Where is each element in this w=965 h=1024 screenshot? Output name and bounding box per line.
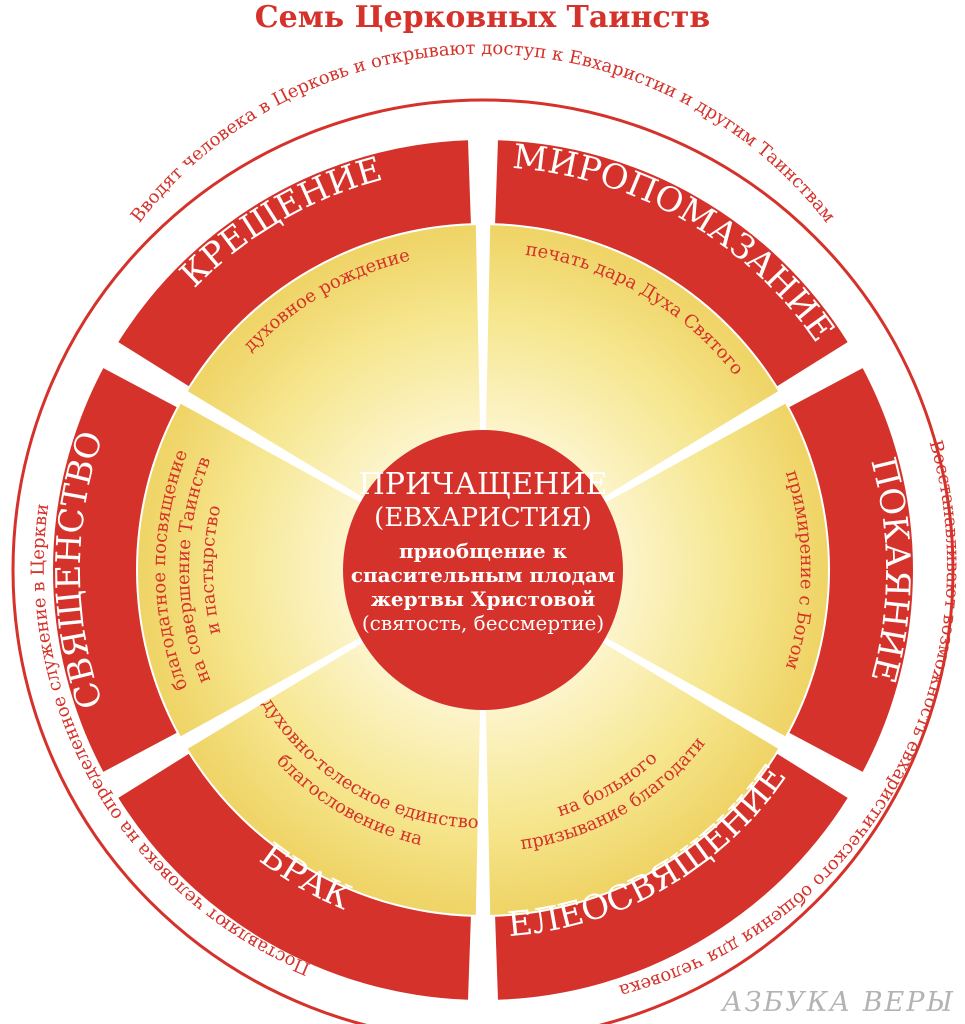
- center-line-3: жертвы Христовой: [371, 587, 596, 611]
- center-subtitle: (ЕВХАРИСТИЯ): [374, 503, 592, 533]
- sacrament-field-confession: [605, 403, 829, 737]
- outer-ring: [11, 98, 955, 1024]
- center-line-4: (святость, бессмертие): [362, 611, 604, 635]
- sacrament-field-priesthood: [137, 403, 361, 737]
- sacrament-band-unction: [495, 753, 848, 1000]
- sacrament-field-baptism: [187, 225, 481, 498]
- center-circle: [343, 430, 623, 710]
- center-line-1: приобщение к: [399, 539, 568, 563]
- watermark: АЗБУКА ВЕРЫ: [722, 987, 955, 1018]
- sacrament-field-marriage: [187, 642, 481, 915]
- sacrament-band-marriage: [118, 753, 471, 1000]
- center-title: ПРИЧАЩЕНИЕ: [359, 467, 608, 502]
- sacrament-field-unction: [485, 642, 779, 915]
- sacrament-band-chrismation: [495, 140, 848, 387]
- sacrament-band-baptism: [118, 140, 471, 387]
- center-line-2: спасительным плодам: [351, 563, 615, 587]
- page-title: Семь Церковных Таинств: [254, 0, 711, 35]
- outer-caption-initiation: Вводят человека в Церковь и открывают до…: [127, 38, 840, 227]
- sacrament-field-chrismation: [485, 225, 779, 498]
- center-eucharist: ПРИЧАЩЕНИЕ (ЕВХАРИСТИЯ) приобщение к спа…: [343, 430, 623, 710]
- sacrament-band-priesthood: [53, 368, 177, 772]
- sacrament-band-confession: [789, 368, 913, 772]
